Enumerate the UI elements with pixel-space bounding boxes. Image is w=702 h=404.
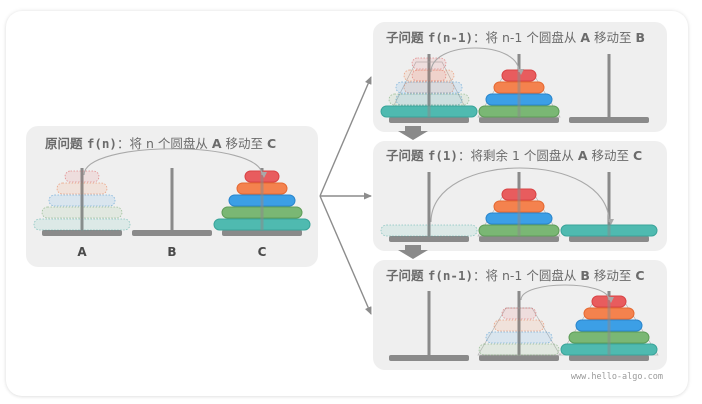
sub-panel-1: 子问题 f(n-1)：将 n-1 个圆盘从 A 移动至 B: [373, 22, 667, 132]
sub3-pole-front-1: [517, 291, 521, 355]
rod-base-1: [479, 236, 559, 242]
move-arc-sub1: [430, 47, 524, 75]
sub-panel-2-title: 子问题 f(1)：将剩余 1 个圆盘从 A 移动至 C: [386, 148, 642, 163]
sub-panel-3-towers: [389, 284, 659, 361]
watermark: www.hello-algo.com: [571, 372, 663, 382]
down-arrow-2-icon: [398, 245, 428, 259]
main-towers: [33, 148, 311, 236]
sub-panel-1-title: 子问题 f(n-1)：将 n-1 个圆盘从 A 移动至 B: [386, 30, 645, 45]
rod-pole-front-2: [260, 168, 264, 230]
rod-base-2: [569, 236, 649, 242]
sub2-pole-front-1: [517, 172, 521, 236]
rod-base-2: [569, 355, 649, 361]
rod-base-1: [479, 355, 559, 361]
sub-panel-2: 子问题 f(1)：将剩余 1 个圆盘从 A 移动至 C: [373, 141, 667, 251]
rod-base-1: [479, 117, 559, 123]
sub-panel-2-towers: [380, 167, 658, 242]
rod-base-0: [42, 230, 122, 236]
main-panel: 原问题 f(n)：将 n 个圆盘从 A 移动至 C A B C: [26, 126, 318, 267]
sub1-pole-front-2: [607, 54, 611, 117]
sub1-pole-front-1: [517, 54, 521, 117]
sub3-pole-front-0: [427, 291, 431, 355]
rod-base-0: [389, 355, 469, 361]
sub-panel-3-title: 子问题 f(n-1)：将 n-1 个圆盘从 B 移动至 C: [386, 268, 645, 283]
arrow-to-sub3: [319, 195, 372, 315]
sub1-pole-front-0: [427, 54, 431, 117]
move-arc-sub2: [430, 167, 614, 225]
rod-label-b: B: [167, 245, 176, 259]
rod-base-1: [132, 230, 212, 236]
sub3-pole-front-2: [607, 291, 611, 355]
move-arc-main: [83, 148, 267, 178]
sub-panel-3: 子问题 f(n-1)：将 n-1 个圆盘从 B 移动至 C: [373, 260, 667, 370]
main-panel-title: 原问题 f(n)：将 n 个圆盘从 A 移动至 C: [45, 136, 276, 151]
sub2-pole-front-2: [607, 172, 611, 236]
branch-arrows: [319, 76, 372, 315]
sub-panel-1-towers: [380, 47, 649, 123]
move-arc-sub3: [520, 284, 614, 303]
rod-base-2: [222, 230, 302, 236]
rod-label-a: A: [77, 245, 87, 259]
arrow-to-sub1: [319, 76, 372, 197]
down-arrow-1-icon: [398, 126, 428, 140]
rod-base-2: [569, 117, 649, 123]
rod-pole-front-1: [170, 168, 174, 230]
sub2-pole-front-0: [427, 172, 431, 236]
rod-base-0: [389, 117, 469, 123]
rod-pole-front-0: [80, 168, 84, 230]
rod-base-0: [389, 236, 469, 242]
rod-label-c: C: [258, 245, 267, 259]
